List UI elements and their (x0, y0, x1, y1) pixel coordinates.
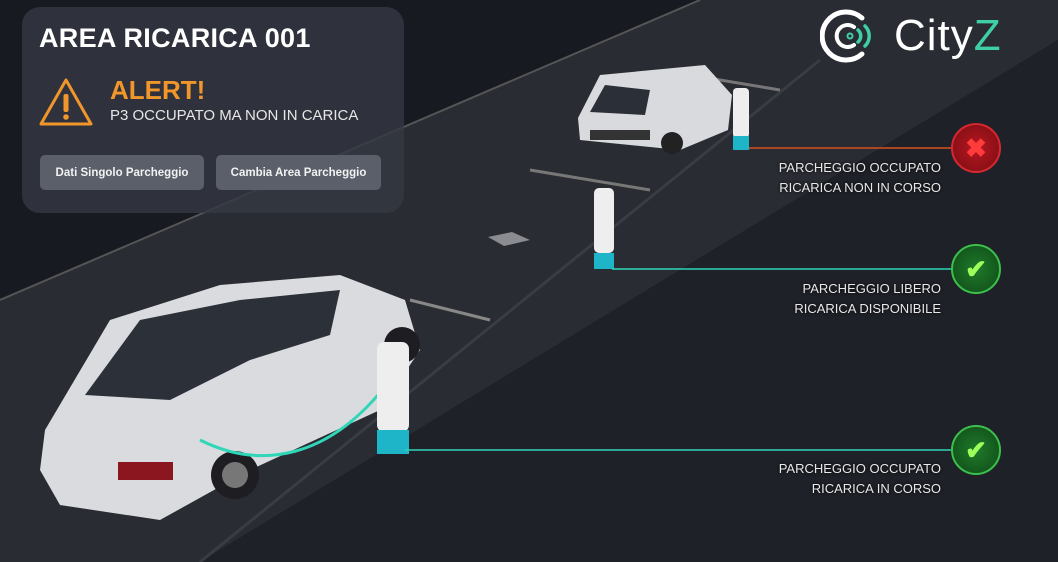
status-line: PARCHEGGIO LIBERO (802, 281, 941, 296)
alert-panel: AREA RICARICA 001 ALERT! P3 OCCUPATO MA … (22, 7, 404, 213)
check-icon: ✔ (951, 244, 1001, 294)
change-parking-area-button[interactable]: Cambia Area Parcheggio (216, 155, 381, 190)
cityz-logo: CityZ (820, 6, 1002, 66)
charger (594, 188, 614, 269)
car-suv (578, 65, 732, 154)
logo-icon (820, 9, 871, 63)
x-icon: ✖ (951, 123, 1001, 173)
status-line: RICARICA NON IN CORSO (779, 180, 941, 195)
logo-text-accent: Z (973, 11, 1002, 60)
alert-message: P3 OCCUPATO MA NON IN CARICA (110, 107, 359, 124)
status-line: PARCHEGGIO OCCUPATO (778, 160, 941, 175)
status-line: RICARICA DISPONIBILE (794, 301, 941, 316)
status-p1: PARCHEGGIO OCCUPATO RICARICA IN CORSO (779, 459, 941, 499)
logo-text: City (894, 11, 974, 60)
single-parking-data-button[interactable]: Dati Singolo Parcheggio (40, 155, 204, 190)
status-p3: PARCHEGGIO OCCUPATO RICARICA NON IN CORSO (779, 158, 941, 198)
charger (377, 342, 409, 454)
check-icon: ✔ (951, 425, 1001, 475)
status-line: RICARICA IN CORSO (811, 481, 941, 496)
charger (733, 88, 749, 150)
warning-icon (39, 78, 93, 126)
area-title: AREA RICARICA 001 (39, 23, 311, 53)
status-p2: PARCHEGGIO LIBERO RICARICA DISPONIBILE (794, 279, 941, 319)
status-line: PARCHEGGIO OCCUPATO (778, 461, 941, 476)
alert-title: ALERT! (110, 75, 206, 105)
